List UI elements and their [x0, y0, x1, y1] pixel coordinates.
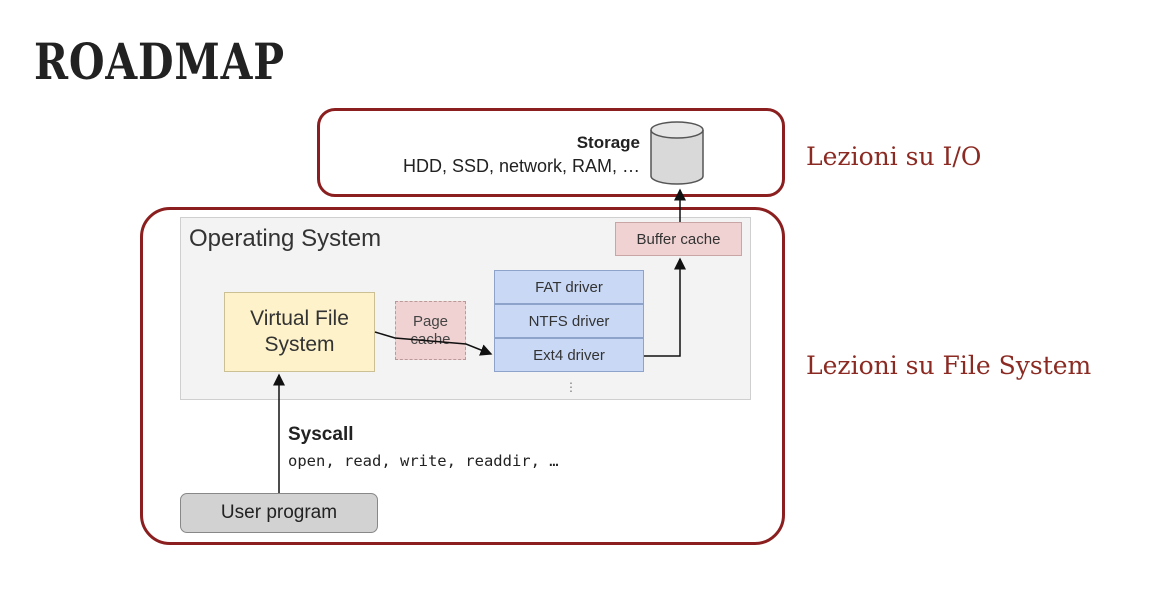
storage-title: Storage	[576, 133, 640, 152]
storage-text: Storage HDD, SSD, network, RAM, …	[345, 133, 640, 177]
driver-ext4: Ext4 driver	[494, 338, 644, 372]
virtual-file-system-box: Virtual File System	[224, 292, 375, 372]
more-drivers-ellipsis: ⋮	[565, 380, 577, 394]
user-program-box: User program	[180, 493, 378, 533]
database-cylinder-icon	[650, 121, 704, 185]
side-label-io: Lezioni su I/O	[806, 142, 982, 171]
side-label-fs: Lezioni su File System	[806, 351, 1092, 380]
filesystem-box	[140, 207, 785, 545]
storage-box	[317, 108, 785, 197]
driver-ntfs: NTFS driver	[494, 304, 644, 338]
os-label: Operating System	[189, 225, 382, 252]
page-title: ROADMAP	[34, 32, 285, 91]
driver-fat: FAT driver	[494, 270, 644, 304]
page-cache-box: Page cache	[395, 301, 466, 360]
page-cache-label: Page cache	[410, 312, 451, 348]
buffer-cache-box: Buffer cache	[615, 222, 742, 256]
storage-subtitle: HDD, SSD, network, RAM, …	[402, 156, 640, 176]
user-program-label: User program	[220, 502, 338, 523]
vfs-label: Virtual File System	[250, 307, 349, 356]
syscall-examples: open, read, write, readdir, …	[288, 452, 559, 470]
syscall-title: Syscall	[288, 424, 354, 445]
